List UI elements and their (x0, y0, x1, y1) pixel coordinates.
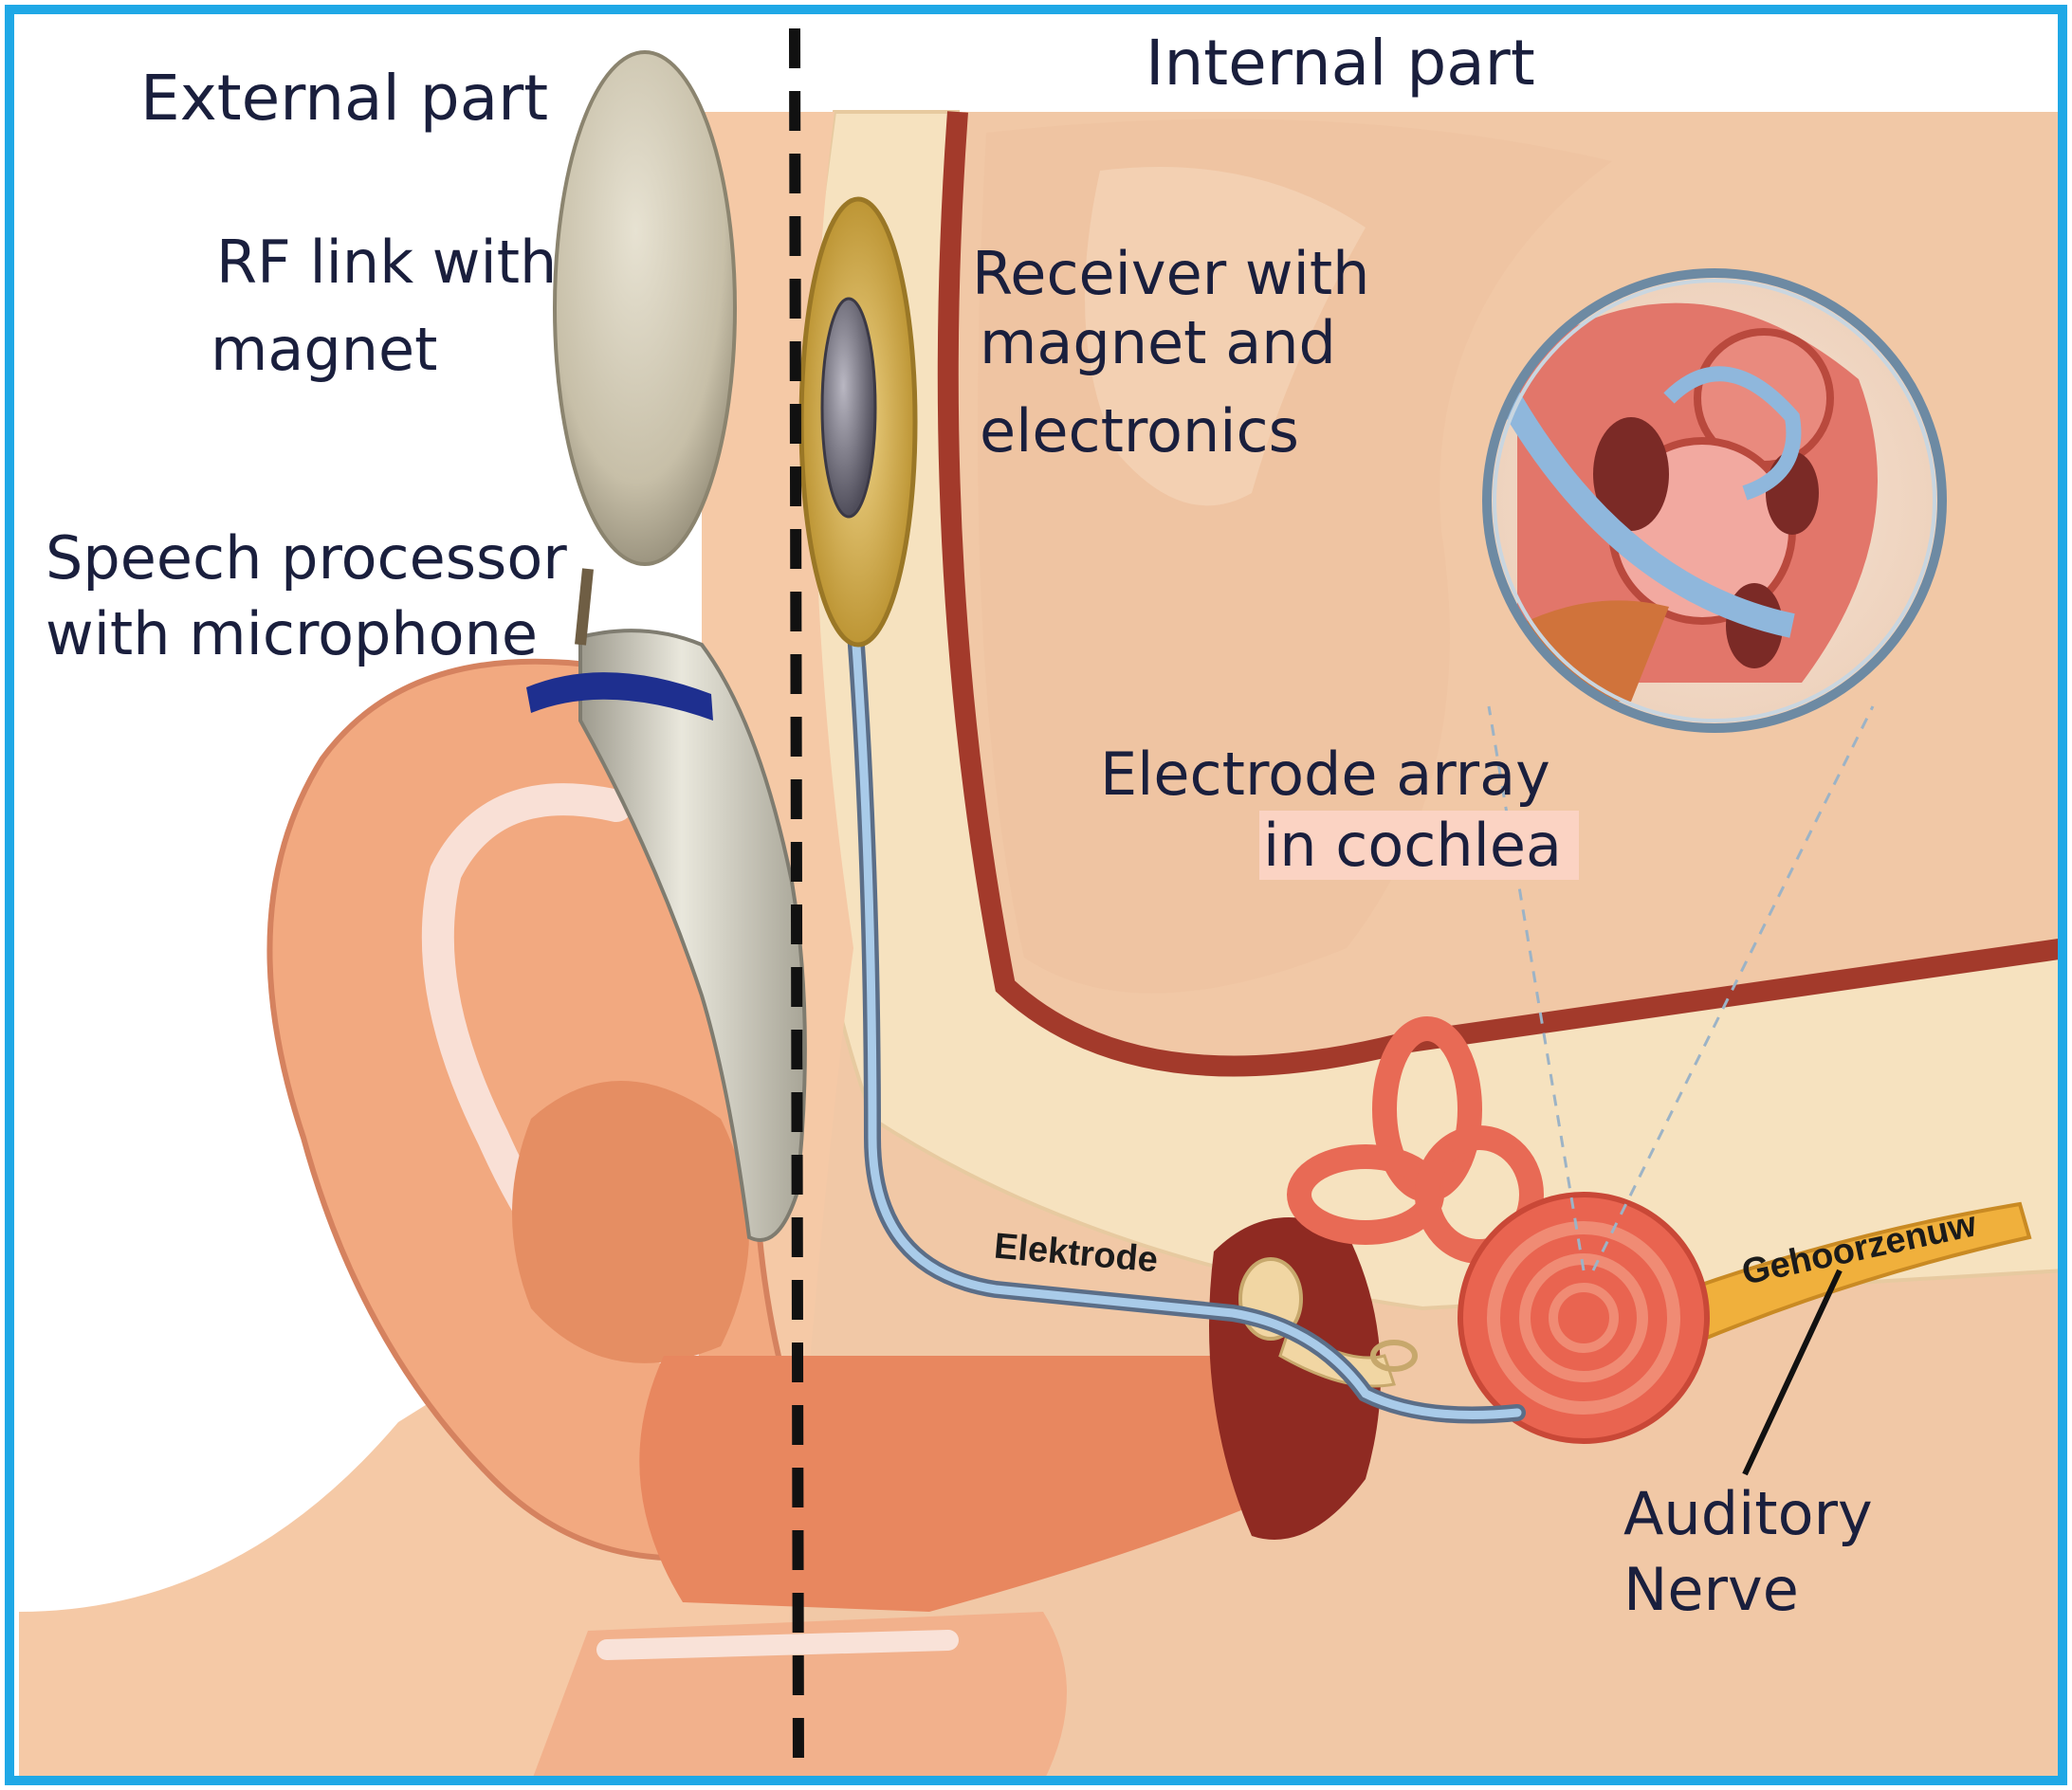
receiver-label-line3: electronics (980, 396, 1299, 466)
rf-link-label-line2: magnet (211, 315, 438, 384)
receiver-label-line2: magnet and (980, 308, 1336, 377)
electrode-array-label-line2: in cochlea (1259, 811, 1579, 880)
internal-part-title: Internal part (1146, 27, 1535, 100)
implant-receiver (801, 199, 915, 645)
electrode-array-label-line1: Electrode array (1100, 740, 1550, 809)
auditory-nerve-label-line2: Nerve (1623, 1555, 1799, 1624)
rf-link-disc (555, 52, 735, 564)
ear-canal-highlight (607, 1640, 948, 1650)
pinna-concha (512, 1081, 749, 1363)
auditory-nerve-label-line1: Auditory (1623, 1479, 1873, 1548)
rf-link-label-line1: RF link with (216, 228, 557, 297)
external-part-title: External part (140, 62, 548, 136)
speech-processor-label-line2: with microphone (46, 599, 538, 668)
receiver-label-line1: Receiver with (972, 239, 1369, 308)
cochlea (1460, 1195, 1707, 1441)
speech-processor-label-line1: Speech processor (46, 523, 567, 593)
